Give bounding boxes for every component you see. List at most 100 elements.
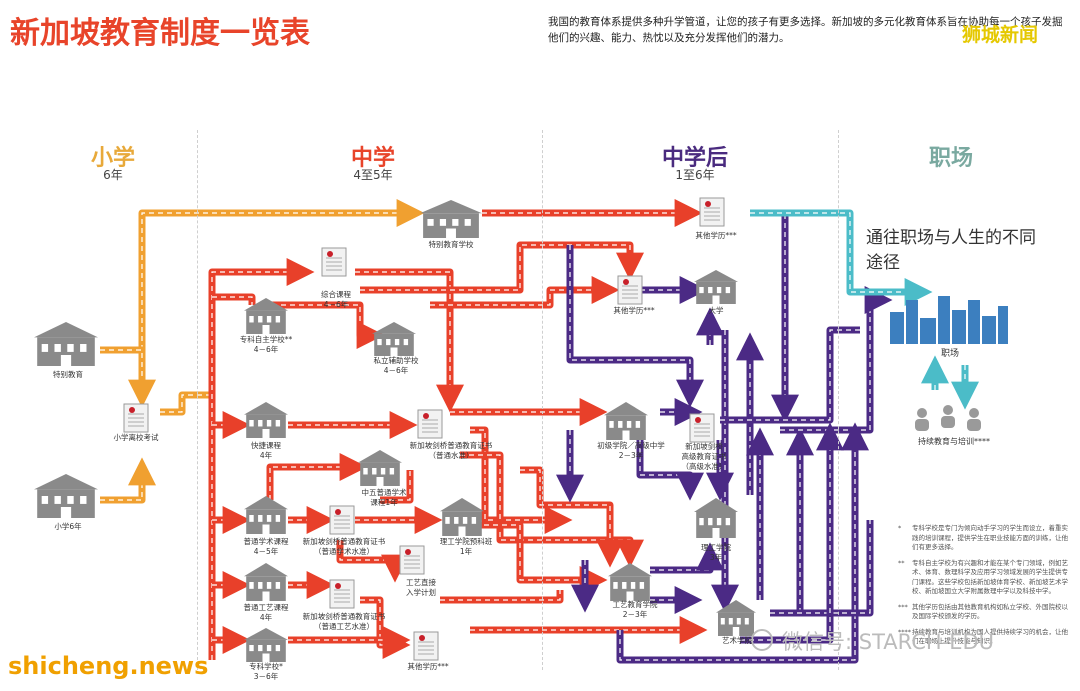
pathway-line	[212, 293, 256, 305]
label-polytechnic: 理工学院 3年	[701, 543, 731, 562]
primary-school-building-icon	[34, 474, 98, 518]
watermark-top: 狮城新闻	[962, 24, 1039, 46]
footnote: ****持续教育与培训机构为国人提供持续学习的机会，让他们在职场上提升技能与知识…	[898, 627, 1068, 646]
specialised-school-icon	[244, 628, 288, 662]
watermark-bottom: shicheng.news	[8, 652, 209, 680]
pathway-arrow	[616, 252, 644, 281]
arts-institution-building-icon	[716, 600, 756, 636]
pathway-dash	[740, 435, 831, 641]
gce-a-certificate-icon	[689, 413, 715, 443]
label-arts: 艺术学院	[722, 636, 752, 645]
pathway-dash	[440, 590, 561, 601]
tagline: 通往职场与人生的不同途径	[866, 228, 1036, 273]
ite-direct-certificate-icon	[399, 545, 425, 575]
pathway-dash	[650, 555, 711, 571]
pathway-dash	[619, 435, 856, 661]
psle-certificate-icon	[123, 403, 149, 433]
label-special-school: 特别教育学校	[428, 240, 474, 249]
pathway-dash	[211, 271, 302, 660]
other-quals-bottom-certificate-icon	[413, 631, 439, 661]
pathway-line	[160, 391, 212, 416]
page-title: 新加坡教育制度一览表	[10, 16, 310, 51]
footnotes: *专科学校是专门为倾向动手学习的学生而设立，着重实践的培训课程，提供学生在职业技…	[898, 524, 1068, 653]
pathway-dash	[339, 540, 396, 570]
pathway-dash	[141, 212, 412, 395]
watermark-wechat: 微信号: STARCH-EDU	[782, 630, 995, 654]
pathway-line	[470, 426, 560, 524]
label-sec5-na: 中五普通学术 课程1年	[361, 488, 407, 507]
stage-divider	[197, 130, 198, 670]
pathway-dash	[355, 271, 451, 400]
label-workplace: 职场	[940, 349, 959, 359]
pathway-dash	[380, 470, 411, 501]
specialised-indep-school-icon	[244, 298, 288, 334]
label-psle: 小学离校考试	[113, 433, 159, 442]
label-gce-a: 新加坡剑桥 高级教育证书 （高级水准）	[681, 442, 727, 471]
gce-o-certificate-icon	[417, 409, 443, 439]
pathway-dash	[430, 289, 607, 306]
sec5-na-school-icon	[358, 450, 402, 486]
pathway-dash	[750, 212, 920, 293]
label-gce-o: 新加坡剑桥普通教育证书 （普通水准）	[409, 441, 493, 460]
pathway-line	[720, 326, 860, 424]
stage-sub-post-secondary: 1至6年	[675, 168, 715, 182]
intro-text: 我国的教育体系提供多种升学管道，让您的孩子有更多选择。新加坡的多元化教育体系旨在…	[548, 16, 1063, 44]
university-building-icon	[694, 270, 738, 304]
wechat-icon	[751, 629, 773, 651]
footnote: *专科学校是专门为倾向动手学习的学生而设立，着重实践的培训课程，提供学生在职业技…	[898, 524, 1068, 551]
pathway-dash	[100, 470, 143, 501]
label-poly-foundation: 理工学院预科班 1年	[439, 537, 493, 556]
label-express: 快捷课程 4年	[251, 441, 281, 460]
special-school-building-icon	[420, 200, 482, 238]
normal-academic-school-icon	[244, 496, 288, 534]
pathway-dash	[569, 245, 691, 395]
label-other-quals-bottom: 其他学历***	[407, 662, 449, 671]
private-funded-school-icon	[372, 322, 416, 356]
polytechnic-building-icon	[694, 498, 738, 538]
other-quals-top-certificate-icon	[699, 197, 725, 227]
label-continuing-edu: 持续教育与培训****	[918, 437, 990, 446]
pathway-line	[100, 470, 146, 504]
label-integrated: 综合课程 4－6年	[321, 290, 351, 309]
pathway-arrow	[339, 453, 368, 481]
pathway-dash	[770, 520, 871, 614]
label-gce-n-na: 新加坡剑桥普通教育证书 （普通学术水准）	[302, 537, 386, 556]
label-primary6: 小学6年	[54, 522, 82, 531]
stage-title-primary: 小学	[90, 146, 135, 171]
pathway-arrow	[128, 457, 156, 486]
poly-foundation-school-icon	[440, 498, 484, 536]
pathway-dash	[269, 466, 355, 500]
pathway-dash	[360, 244, 631, 291]
pathway-line	[360, 241, 634, 294]
people-icon	[915, 405, 981, 431]
stage-divider	[542, 130, 543, 670]
label-private-funded: 私立辅助学校 4－6年	[373, 356, 419, 375]
ite-building-icon	[608, 563, 652, 601]
special-edu-building-icon	[34, 322, 98, 366]
label-ite: 工艺教育学院 2－3年	[612, 600, 658, 619]
normal-technical-school-icon	[244, 563, 288, 601]
pathway-dash	[212, 296, 253, 305]
pathway-dash	[475, 524, 595, 581]
stage-title-post-secondary: 中学后	[661, 146, 728, 171]
gce-n-na-certificate-icon	[329, 505, 355, 535]
integrated-certificate-icon	[321, 247, 347, 277]
footnote: **专科自主学校为有兴趣和才能在某个专门领域，例如艺术、体育、数理科学及应用学习…	[898, 558, 1068, 596]
label-jc-ci: 初级学院／高级中学 2－3年	[597, 441, 665, 460]
label-normal-technical: 普通工艺课程 4年	[243, 603, 289, 622]
label-other-quals-top: 其他学历***	[695, 231, 737, 240]
city-skyline-icon	[890, 296, 1008, 344]
label-specialised-school: 专科学校* 3－6年	[249, 662, 283, 681]
label-ite-direct: 工艺直接 入学计划	[406, 578, 436, 597]
gce-n-nt-certificate-icon	[329, 579, 355, 609]
label-normal-academic: 普通学术课程 4－5年	[243, 537, 289, 556]
pathway-dash	[520, 469, 611, 555]
label-other-quals-mid: 其他学历***	[613, 306, 655, 315]
stage-sub-primary: 6年	[103, 168, 123, 182]
label-university: 大学	[708, 306, 724, 315]
express-school-icon	[244, 402, 288, 438]
stage-title-workplace: 职场	[928, 146, 973, 171]
stage-title-secondary: 中学	[350, 146, 395, 171]
